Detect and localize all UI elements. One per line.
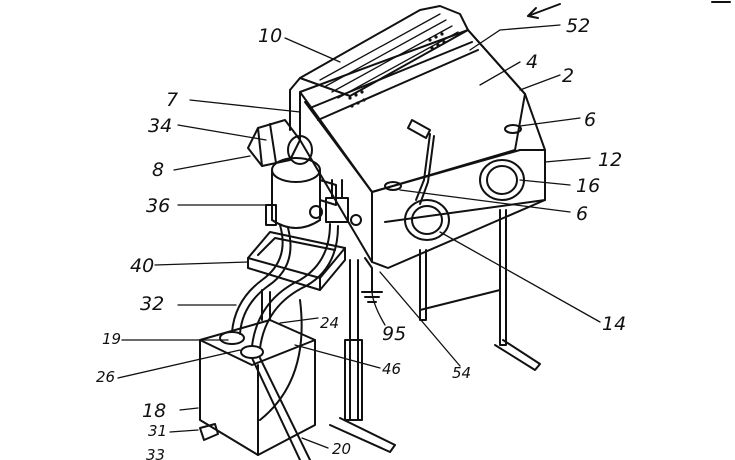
label-8: 8 xyxy=(152,159,164,181)
label-31: 31 xyxy=(148,422,167,440)
label-52: 52 xyxy=(566,15,590,37)
label-2: 2 xyxy=(562,65,574,87)
pump-unit xyxy=(247,119,313,167)
label-40: 40 xyxy=(130,255,154,277)
tray xyxy=(247,231,346,291)
label-14: 14 xyxy=(602,313,626,335)
label-4: 4 xyxy=(526,51,538,73)
glove-port-left xyxy=(404,199,450,241)
frame-dots xyxy=(348,32,446,108)
nozzle xyxy=(407,119,435,205)
leader-lines xyxy=(117,24,601,449)
label-32: 32 xyxy=(140,293,164,315)
label-95: 95 xyxy=(382,323,406,345)
label-54: 54 xyxy=(452,364,471,382)
label-34: 34 xyxy=(148,115,172,137)
container xyxy=(199,319,316,456)
hoses xyxy=(231,223,339,460)
figure-arrow xyxy=(527,1,731,19)
reference-labels: 10 7 34 8 36 40 32 19 26 18 31 33 24 46 … xyxy=(96,15,626,460)
label-6-upper: 6 xyxy=(584,109,596,131)
handle-icon xyxy=(384,124,522,191)
label-16: 16 xyxy=(576,175,600,197)
stand xyxy=(329,209,541,453)
canister xyxy=(265,157,337,229)
glove-port-right xyxy=(479,159,525,201)
label-20: 20 xyxy=(332,440,351,458)
label-36: 36 xyxy=(146,195,170,217)
label-6-lower: 6 xyxy=(576,203,588,225)
label-12: 12 xyxy=(598,149,622,171)
label-26: 26 xyxy=(96,368,115,386)
label-33: 33 xyxy=(146,446,165,460)
label-19: 19 xyxy=(102,330,121,348)
label-10: 10 xyxy=(258,25,282,47)
label-46: 46 xyxy=(382,360,401,378)
glovebox-cabinet xyxy=(289,5,546,269)
label-24: 24 xyxy=(320,314,339,332)
valve-block xyxy=(309,179,362,226)
label-7: 7 xyxy=(166,89,178,111)
label-18: 18 xyxy=(142,400,166,422)
